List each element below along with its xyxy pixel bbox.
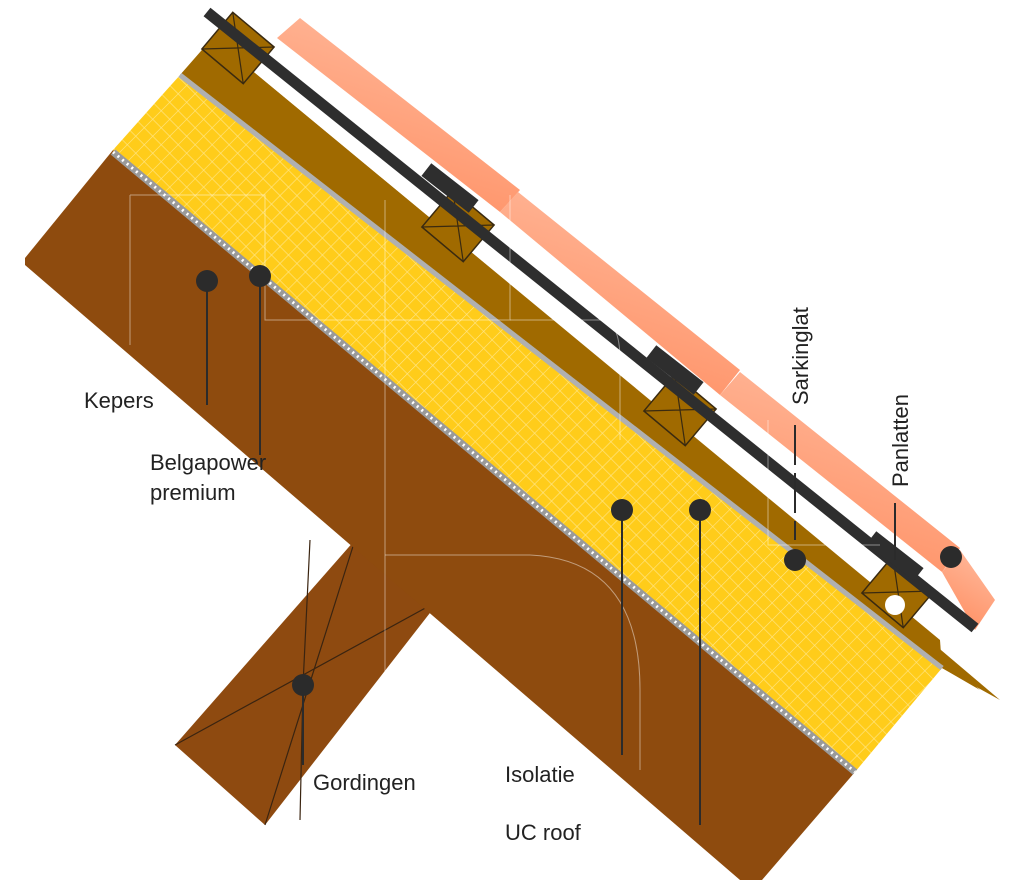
rafter-kepers bbox=[25, 150, 855, 880]
tile bbox=[500, 192, 740, 395]
label-panlatten: Panlatten bbox=[888, 394, 913, 487]
roof-tiles bbox=[277, 18, 995, 630]
tile bbox=[277, 18, 520, 212]
label-gordingen: Gordingen bbox=[313, 770, 416, 795]
belgapower-line bbox=[178, 73, 944, 670]
guide-lines bbox=[129, 194, 880, 880]
marker-isolatie bbox=[611, 499, 633, 521]
label-belgapower-2: premium bbox=[150, 480, 236, 505]
markers bbox=[196, 265, 962, 696]
nail-hole bbox=[885, 595, 905, 615]
membrane-texture bbox=[112, 150, 856, 774]
tile bbox=[942, 550, 995, 630]
tile bbox=[720, 372, 960, 572]
batten bbox=[200, 11, 276, 85]
leader-lines bbox=[206, 276, 896, 825]
label-isolatie: Isolatie bbox=[505, 762, 575, 787]
label-kepers: Kepers bbox=[84, 388, 154, 413]
sarking-board-top bbox=[180, 40, 942, 668]
marker-kepers bbox=[196, 270, 218, 292]
label-uc-roof: UC roof bbox=[505, 820, 582, 845]
label-belgapower-1: Belgapower bbox=[150, 450, 266, 475]
marker-uc-roof bbox=[689, 499, 711, 521]
label-sarkinglat: Sarkinglat bbox=[788, 307, 813, 405]
insulation-isolatie bbox=[113, 75, 942, 772]
marker-gordingen bbox=[292, 674, 314, 696]
marker-belgapower bbox=[249, 265, 271, 287]
marker-sarkinglat bbox=[784, 549, 806, 571]
marker-panlatten bbox=[940, 546, 962, 568]
batten bbox=[420, 189, 496, 263]
